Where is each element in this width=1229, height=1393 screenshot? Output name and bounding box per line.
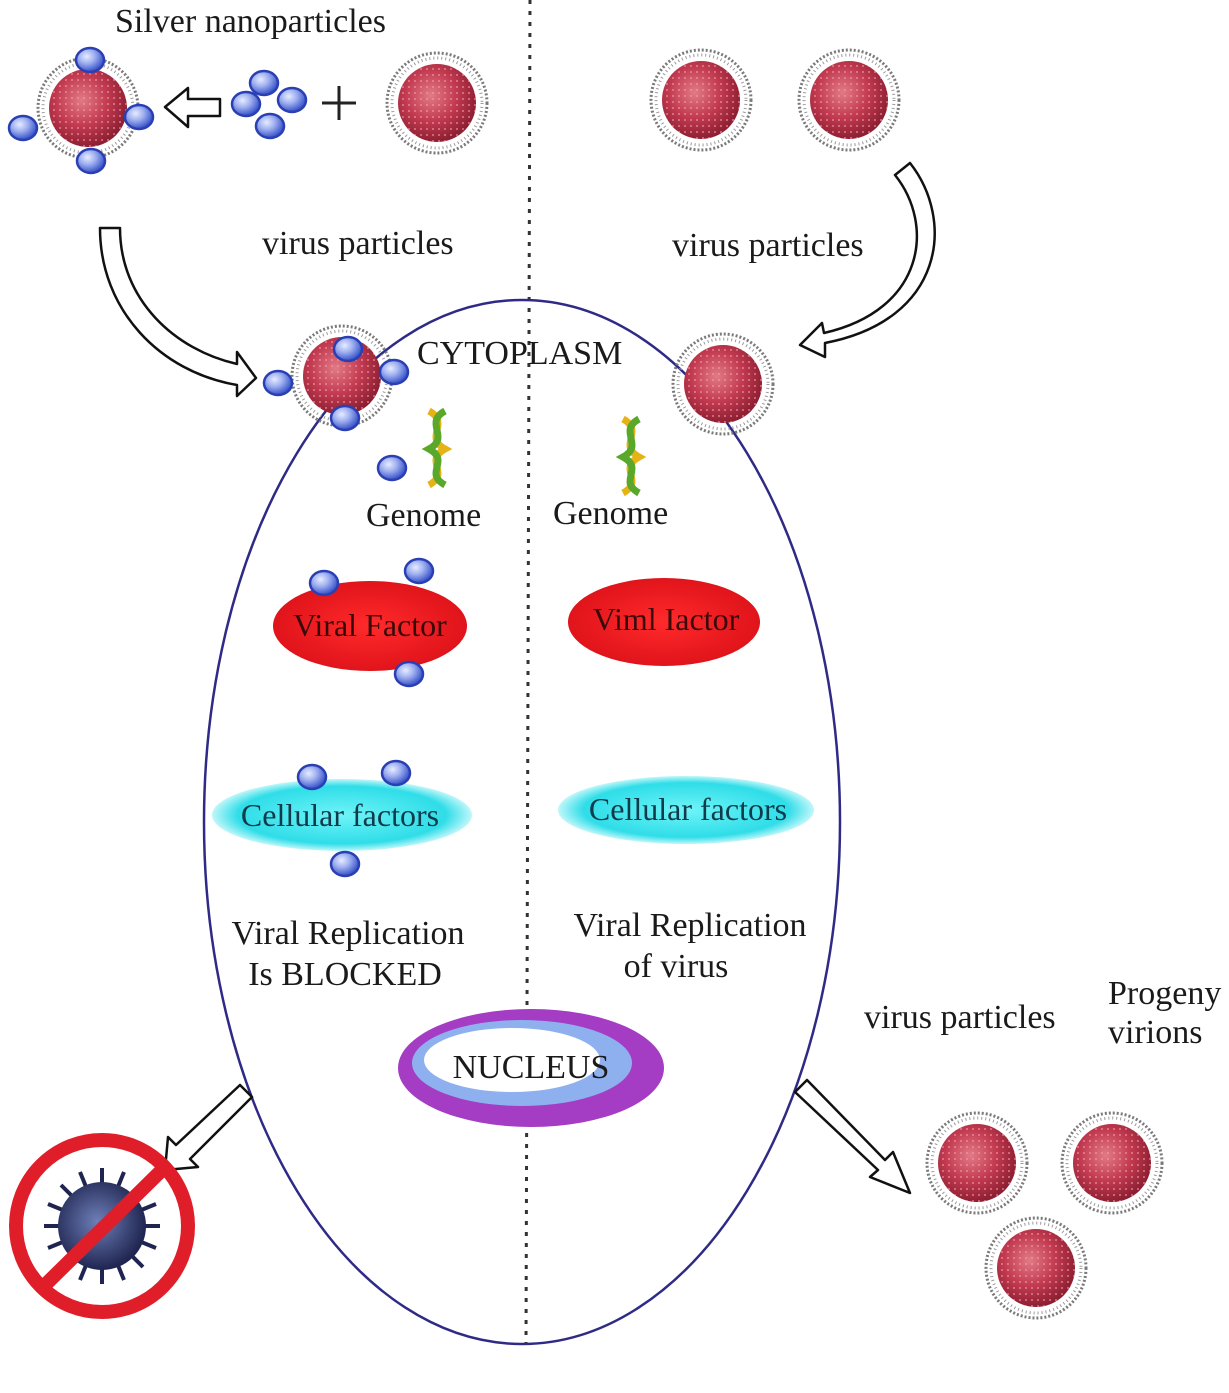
nanoparticle xyxy=(7,114,39,142)
nucleus xyxy=(398,1009,664,1127)
right-viral-factor xyxy=(568,578,760,666)
right-virus-particles-label: virus particles xyxy=(672,227,864,264)
nanoparticle xyxy=(378,358,410,386)
nucleus-label: NUCLEUS xyxy=(453,1049,610,1086)
right-result-line2: of virus xyxy=(624,948,729,985)
nanoparticle xyxy=(380,759,412,787)
virus-particle xyxy=(797,48,901,152)
curved-arrow-icon xyxy=(798,161,936,359)
nanoparticle xyxy=(123,103,155,131)
curved-arrow-icon xyxy=(98,226,258,398)
progeny-label-line1: Progeny xyxy=(1108,975,1221,1012)
cytoplasm-label: CYTOPLASM xyxy=(417,335,622,372)
nanoparticle xyxy=(332,335,364,363)
left-genome-label: Genome xyxy=(366,497,481,534)
left-result-line1: Viral Replication xyxy=(231,915,464,952)
right-genome-label: Genome xyxy=(553,495,668,532)
nanoparticle xyxy=(376,454,408,482)
progeny-label-line2: virions xyxy=(1108,1014,1202,1051)
silver-nanoparticles-title: Silver nanoparticles xyxy=(115,3,386,40)
progeny-virion xyxy=(1060,1111,1164,1215)
exit-arrow-blocked-icon xyxy=(163,1083,254,1172)
nanoparticle xyxy=(403,557,435,585)
plus-icon xyxy=(322,86,356,120)
nanoparticle xyxy=(74,46,106,74)
progeny-virion xyxy=(984,1216,1088,1320)
nanoparticle-cluster xyxy=(230,69,308,140)
left-result-line2: Is BLOCKED xyxy=(248,956,442,993)
progeny-virion xyxy=(925,1111,1029,1215)
virus-particle xyxy=(385,51,489,155)
left-virus-particles-label: virus particles xyxy=(262,225,454,262)
genome-helix-icon xyxy=(421,407,453,489)
virus-entering xyxy=(671,332,775,436)
left-viral-factor xyxy=(273,581,467,671)
nanoparticle xyxy=(296,763,328,791)
left-cellular-factors-label: Cellular factors xyxy=(241,797,439,833)
nanoparticle xyxy=(262,369,294,397)
divider-line xyxy=(524,0,532,1346)
right-viral-factor-label: Viml Iactor xyxy=(593,601,740,637)
left-cellular-factors xyxy=(212,779,472,851)
blocked-virus-icon xyxy=(9,1133,195,1319)
genome-helix-icon xyxy=(615,415,647,497)
exit-arrow-icon xyxy=(793,1078,912,1195)
nanoparticle xyxy=(393,660,425,688)
nanoparticle xyxy=(308,569,340,597)
virus-particle xyxy=(649,48,753,152)
nanoparticle xyxy=(329,404,361,432)
nanoparticle xyxy=(75,147,107,175)
nanoparticle xyxy=(329,850,361,878)
right-cellular-factors-label: Cellular factors xyxy=(589,791,787,827)
right-result-line1: Viral Replication xyxy=(573,907,806,944)
hollow-left-arrow-icon xyxy=(163,86,222,129)
cell-outline xyxy=(202,298,842,1346)
left-viral-factor-label: Viral Factor xyxy=(293,607,447,643)
output-virus-particles-label: virus particles xyxy=(864,999,1056,1036)
right-cellular-factors xyxy=(558,776,814,844)
